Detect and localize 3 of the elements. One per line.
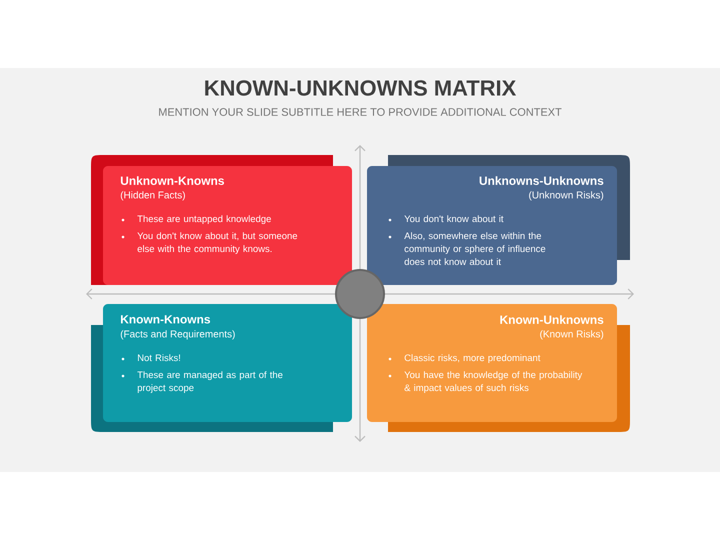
title: KNOWN-UNKNOWNS MATRIX [205,80,516,96]
center-circle [335,269,385,319]
subtitle: MENTION YOUR SLIDE SUBTITLE HERE TO PROVIDE ADDITIONAL CONTEXT [159,108,562,116]
